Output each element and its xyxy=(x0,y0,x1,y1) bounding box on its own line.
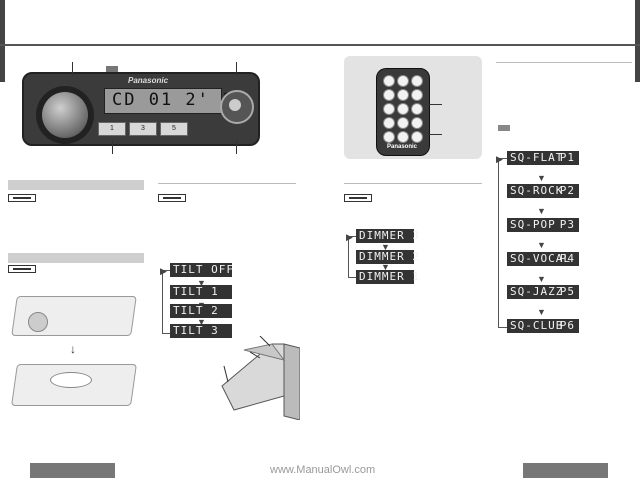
callout-line xyxy=(72,62,73,76)
cycle-bracket xyxy=(498,158,507,328)
preset-buttons: 1 3 5 xyxy=(98,122,218,136)
down-arrow: ▼ xyxy=(537,173,546,183)
stereo-brand: Panasonic xyxy=(128,76,169,85)
eq-preset: P6 xyxy=(559,319,575,332)
down-arrow: ▼ xyxy=(537,307,546,317)
eq-preset: P4 xyxy=(559,252,575,265)
down-arrow: ▼ xyxy=(537,240,546,250)
eq-preset: P1 xyxy=(559,151,575,164)
callout-line xyxy=(428,134,442,135)
cycle-bracket xyxy=(348,236,357,278)
source-mode-icon xyxy=(8,265,36,273)
section-header-bar xyxy=(8,180,144,190)
page-edge-right xyxy=(635,0,640,82)
eq-display: SQ-ROCK P2 xyxy=(507,184,579,198)
jog-dial-center xyxy=(229,99,241,111)
page-number-tab-left xyxy=(30,463,115,478)
disc-drawing xyxy=(50,372,92,388)
preset-button: 5 xyxy=(160,122,188,136)
section-rule xyxy=(496,62,632,63)
down-arrow: ▼ xyxy=(537,206,546,216)
remote-button xyxy=(397,117,409,129)
source-mode-icon xyxy=(344,194,372,202)
remote-button xyxy=(411,131,423,143)
stereo-display-text: CD 01 2' 12 xyxy=(112,90,247,110)
tilt-display: TILT 2 xyxy=(170,304,232,318)
preset-button: 1 xyxy=(98,122,126,136)
remote-button xyxy=(383,131,395,143)
dimmer-display: DIMMER 2 xyxy=(356,250,419,264)
eq-label: SQ-FLAT xyxy=(510,151,564,164)
section-rule xyxy=(344,183,482,184)
eq-label: SQ-VOCAL xyxy=(510,252,571,265)
eq-preset: P2 xyxy=(559,184,575,197)
section-rule xyxy=(158,183,296,184)
remote-button xyxy=(397,75,409,87)
tilt-display: TILT OFF xyxy=(170,263,233,277)
remote-button xyxy=(411,117,423,129)
eq-label: SQ-ROCK xyxy=(510,184,564,197)
eq-display: SQ-CLUB P6 xyxy=(507,319,579,333)
remote-button xyxy=(383,117,395,129)
eq-preset: P3 xyxy=(559,218,575,231)
source-mode-icon xyxy=(158,194,186,202)
remote-button xyxy=(411,89,423,101)
dimmer-display: DIMMER 3 xyxy=(356,229,419,243)
remote-control xyxy=(376,68,430,156)
cycle-bracket xyxy=(162,270,171,334)
callout-line xyxy=(236,140,237,154)
faceplate-knob-drawing xyxy=(28,312,48,332)
eq-display: SQ-FLAT P1 xyxy=(507,151,579,165)
remote-button xyxy=(397,89,409,101)
source-mode-icon xyxy=(8,194,36,202)
remote-button xyxy=(411,103,423,115)
remote-button xyxy=(383,89,395,101)
eq-label: SQ-CLUB xyxy=(510,319,564,332)
remote-button xyxy=(397,131,409,143)
remote-button xyxy=(411,75,423,87)
volume-knob xyxy=(42,92,88,138)
eq-display: SQ-JAZZ P5 xyxy=(507,285,579,299)
remote-button xyxy=(383,75,395,87)
mode-tag xyxy=(498,125,510,131)
tilt-angle-drawing xyxy=(221,336,300,420)
down-arrow: ▼ xyxy=(537,274,546,284)
eq-preset: P5 xyxy=(559,285,575,298)
page-edge-left xyxy=(0,0,5,82)
watermark: www.ManualOwl.com xyxy=(270,464,376,476)
tilt-display: TILT 1 xyxy=(170,285,232,299)
down-arrow: ▼ xyxy=(381,242,390,252)
remote-button xyxy=(383,103,395,115)
remote-brand: Panasonic xyxy=(386,144,417,150)
cycle-arrow: ▶ xyxy=(160,266,167,276)
remote-button xyxy=(397,103,409,115)
callout-line xyxy=(428,104,442,105)
eq-display: SQ-VOCAL P4 xyxy=(507,252,579,266)
mode-tag xyxy=(106,66,118,72)
section-header-bar xyxy=(8,253,144,263)
page-number-tab-right xyxy=(523,463,608,478)
down-arrow: ▼ xyxy=(197,278,206,288)
header-rule xyxy=(0,44,640,46)
cycle-arrow: ▶ xyxy=(346,232,353,242)
down-arrow: ▼ xyxy=(197,317,206,327)
down-arrow: ↓ xyxy=(70,342,76,356)
eq-label: SQ-POP xyxy=(510,218,556,231)
stereo-display xyxy=(104,88,222,114)
preset-button: 3 xyxy=(129,122,157,136)
dimmer-display: DIMMER 1 xyxy=(356,270,419,284)
callout-line xyxy=(112,140,113,154)
tilt-display: TILT 3 xyxy=(170,324,232,338)
callout-line xyxy=(236,62,237,76)
eq-display: SQ-POP P3 xyxy=(507,218,579,232)
cycle-arrow: ▶ xyxy=(496,154,503,164)
eq-label: SQ-JAZZ xyxy=(510,285,564,298)
down-arrow: ▼ xyxy=(381,262,390,272)
